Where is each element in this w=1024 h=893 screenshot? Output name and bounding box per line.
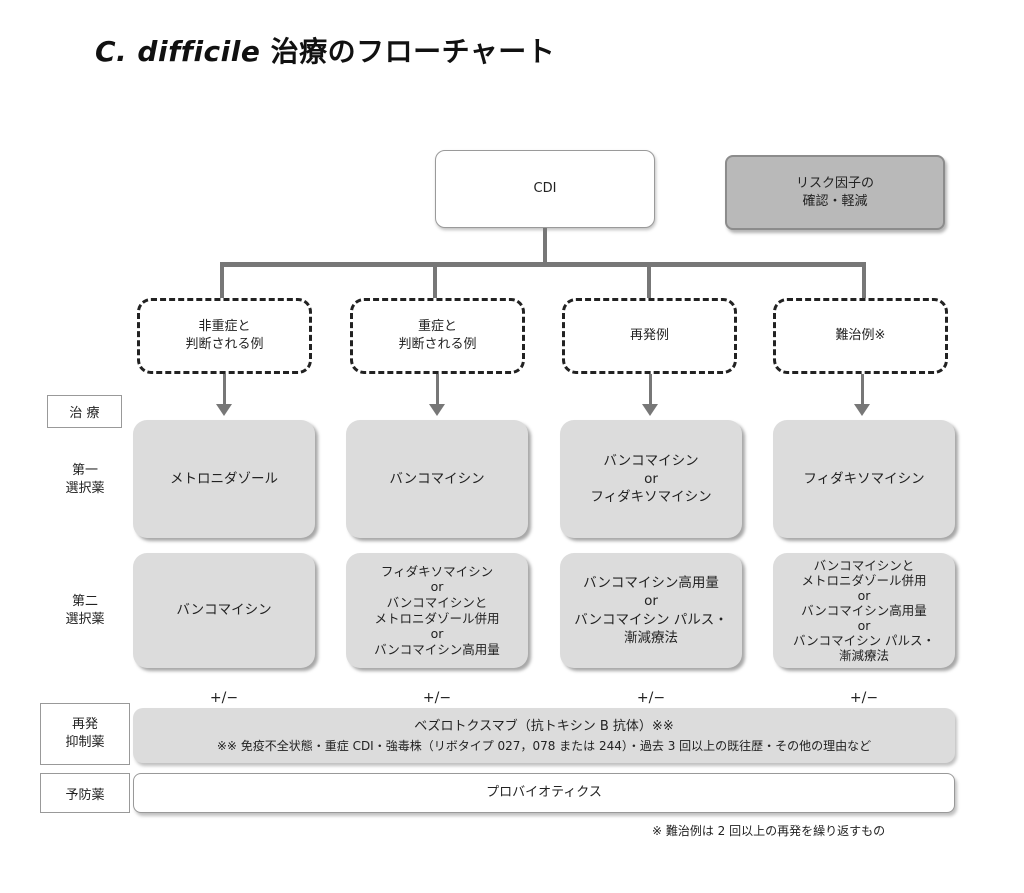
recurrence-drug: ベズロトクスマブ（抗トキシン B 抗体）※※ xyxy=(414,719,674,734)
arrow-stem-3 xyxy=(649,374,652,406)
second-line-drug-3: バンコマイシン高用量 or バンコマイシン パルス・ 漸減療法 xyxy=(560,553,742,668)
arrow-down-icon xyxy=(642,404,658,416)
category-refractory: 難治例※ xyxy=(773,298,948,374)
connector-horizontal xyxy=(220,262,866,267)
arrow-down-icon xyxy=(216,404,232,416)
arrow-stem-4 xyxy=(861,374,864,406)
first-line-drug-2: バンコマイシン xyxy=(346,420,528,538)
plus-minus-2: +/− xyxy=(422,690,452,706)
connector-cdi-down xyxy=(543,228,547,264)
connector-branch-3 xyxy=(647,262,651,298)
category-severe: 重症と 判断される例 xyxy=(350,298,525,374)
arrow-down-icon xyxy=(854,404,870,416)
first-line-drug-4: フィダキソマイシン xyxy=(773,420,955,538)
title-jp: 治療のフローチャート xyxy=(270,35,556,68)
first-line-drug-1: メトロニダゾール xyxy=(133,420,315,538)
first-line-drug-3: バンコマイシン or フィダキソマイシン xyxy=(560,420,742,538)
arrow-stem-1 xyxy=(223,374,226,406)
page-title: C. difficile 治療のフローチャート xyxy=(95,30,555,70)
prevention-box: プロバイオティクス xyxy=(133,773,955,813)
arrow-down-icon xyxy=(429,404,445,416)
category-non-severe: 非重症と 判断される例 xyxy=(137,298,312,374)
recurrence-box: ベズロトクスマブ（抗トキシン B 抗体）※※ ※※ 免疫不全状態・重症 CDI・… xyxy=(133,708,955,763)
row-label-second-line: 第二 選択薬 xyxy=(65,594,105,627)
category-recurrent: 再発例 xyxy=(562,298,737,374)
risk-factor-node: リスク因子の 確認・軽減 xyxy=(725,155,945,230)
second-line-drug-2: フィダキソマイシン or バンコマイシンと メトロニダゾール併用 or バンコマ… xyxy=(346,553,528,668)
cdi-node: CDI xyxy=(435,150,655,228)
recurrence-note: ※※ 免疫不全状態・重症 CDI・強毒株（リボタイプ 027，078 または 2… xyxy=(216,739,872,753)
connector-branch-4 xyxy=(862,262,866,298)
row-label-first-line: 第一 選択薬 xyxy=(65,463,105,496)
row-label-recurrence: 再発 抑制薬 xyxy=(40,703,130,765)
row-label-prevention: 予防薬 xyxy=(40,773,130,813)
row-label-treatment: 治 療 xyxy=(47,395,122,428)
second-line-drug-4: バンコマイシンと メトロニダゾール併用 or バンコマイシン高用量 or バンコ… xyxy=(773,553,955,668)
plus-minus-1: +/− xyxy=(209,690,239,706)
plus-minus-3: +/− xyxy=(636,690,666,706)
title-latin: C. difficile xyxy=(95,35,261,68)
arrow-stem-2 xyxy=(436,374,439,406)
second-line-drug-1: バンコマイシン xyxy=(133,553,315,668)
connector-branch-1 xyxy=(220,262,224,298)
connector-branch-2 xyxy=(433,262,437,298)
plus-minus-4: +/− xyxy=(849,690,879,706)
footnote: ※ 難治例は 2 回以上の再発を繰り返すもの xyxy=(652,824,886,838)
